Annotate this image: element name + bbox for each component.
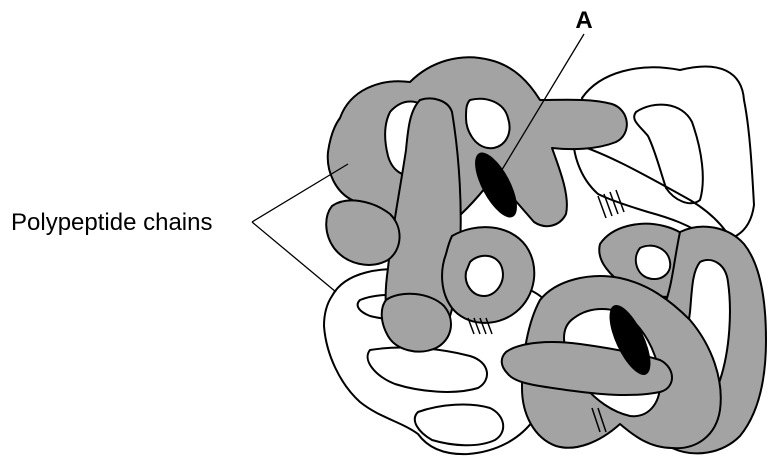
label-a: A	[575, 7, 592, 34]
leader-line-polypeptide-lower	[252, 222, 336, 292]
label-polypeptide-chains: Polypeptide chains	[11, 209, 212, 236]
